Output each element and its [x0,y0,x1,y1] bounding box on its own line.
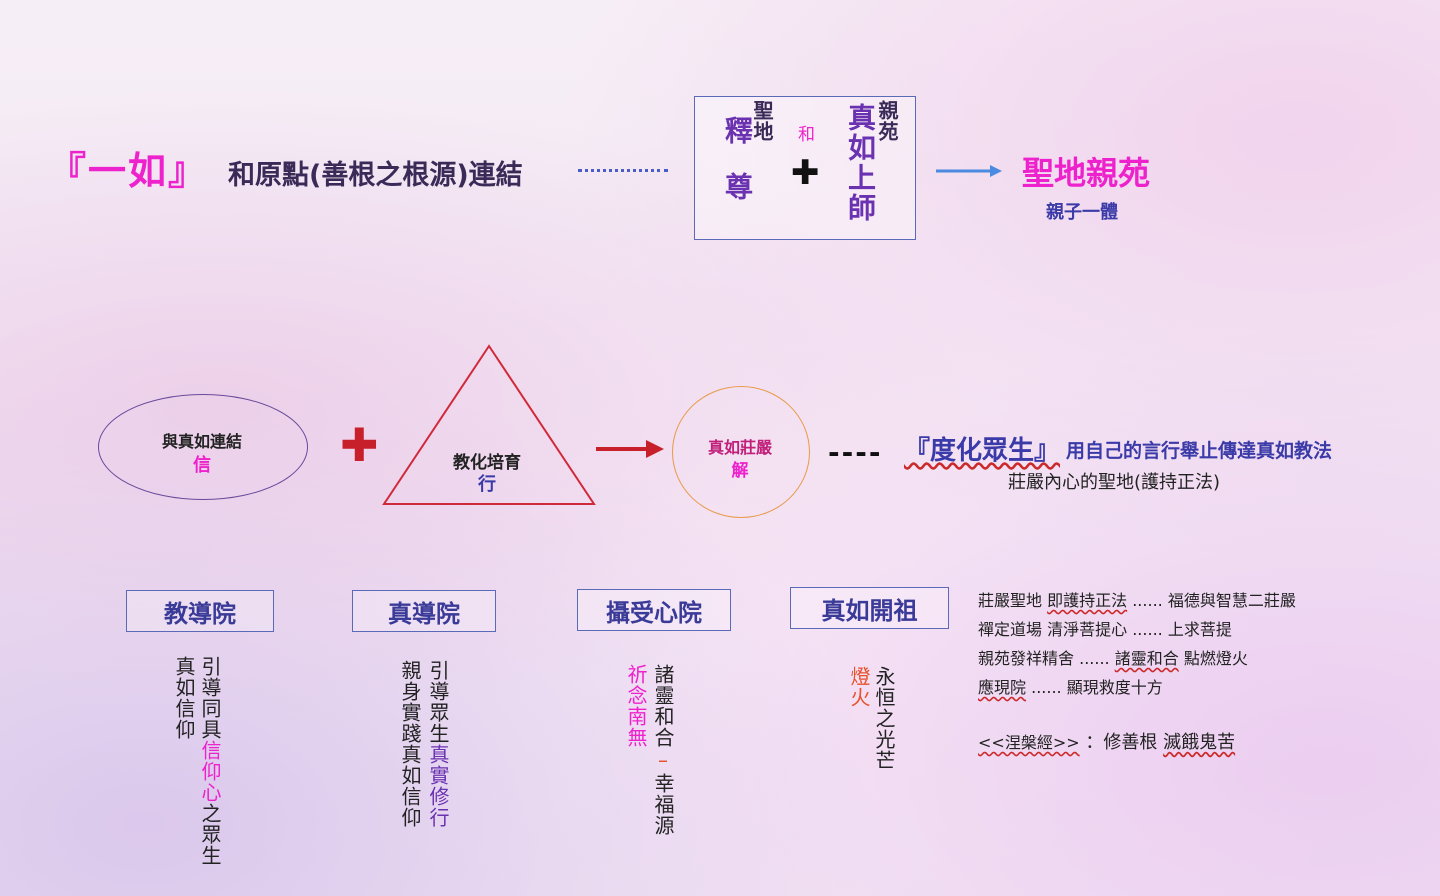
hall1-col1-c: 之眾生 [198,803,222,866]
faith-ellipse [98,394,308,500]
sentient-title-text: 『度化眾生』 [904,436,1061,466]
hall1-text-col2: 真如信仰 [172,656,196,740]
hall2-text-col1: 引導眾生真實修行 [426,660,450,828]
sentient-description: 用自己的言行舉止傳達真如教法 [1066,440,1333,462]
hall2-col1-a: 引導眾生 [426,660,450,744]
note2-d: 上求菩提 [1167,620,1232,639]
note3-a: 親苑發祥精舍 [978,649,1075,668]
arrow-right-icon [936,165,1002,177]
plus-icon: ✚ [791,153,820,193]
understanding-label: 真如莊嚴 [707,438,772,457]
faith-label: 與真如連結 [161,432,242,451]
note4-a: 應現院 [978,678,1027,697]
hall-box-founder: 真如開祖 [790,587,949,629]
note1-b: 即護持正法 [1047,591,1128,610]
arrow-right-icon-red [596,440,664,458]
shinnen-label: 親苑 [875,100,899,142]
connection-text: 和原點(善根之根源)連結 [228,160,523,191]
seichi-label: 聖地 [750,100,774,142]
sutra-line: <<涅槃經>> ：修善根 滅餓鬼苦 [978,728,1235,754]
hall4-text-col2: 燈火 [847,666,871,708]
hall-box-embrace: 攝受心院 [577,589,731,631]
dotted-connector [578,169,668,172]
note-line-4: 應現院 ...... 顯現救度十方 [978,673,1296,702]
result-title: 聖地親苑 [1022,154,1151,192]
hall3-text-col1: 諸靈和合–幸福源 [651,664,675,836]
one-as-title: 『一如』 [48,149,209,193]
dashed-connector: ---- [828,436,883,469]
note2-c: ...... [1132,620,1163,639]
practice-label: 教化培育 [453,453,521,473]
sentient-subtext: 莊嚴內心的聖地(護持正法) [1008,472,1221,493]
hall3-col1-b: – [651,748,675,773]
note3-d: 諸靈和合 [1114,649,1179,668]
note2-b: 清淨菩提心 [1047,620,1128,639]
hall-box-guidance: 教導院 [126,590,274,632]
note3-e: 點燃燈火 [1183,649,1248,668]
hall1-text-col1: 引導同具信仰心之眾生 [198,656,222,866]
hall2-col1-b: 真實修行 [426,744,450,828]
understanding-sub: 解 [731,461,749,481]
note1-a: 莊嚴聖地 [978,591,1043,610]
result-subtitle: 親子一體 [1046,202,1118,223]
hall3-text-col2: 祈念南無 [624,664,648,748]
sentient-title: 『度化眾生』 [904,430,1060,467]
and-label: 和 [798,125,815,145]
hall1-col1-b: 信仰心 [198,740,222,803]
hall-box-true-guidance: 真導院 [352,590,496,632]
note4-c: ...... [1031,678,1062,697]
shinnyo-master-label: 真如上師 [844,103,877,223]
hall1-col1-a: 引導同具 [198,656,222,740]
note1-c: ...... [1132,591,1163,610]
practice-triangle [382,344,596,505]
hall4-text-col1: 永恒之光芒 [872,666,896,771]
hall3-col1-a: 諸靈和合 [651,664,675,748]
note1-d: 福德與智慧二莊嚴 [1167,591,1296,610]
note3-c: ...... [1079,649,1110,668]
shakyamuni-label: 釋尊 [721,116,754,228]
hall3-col1-c: 幸福源 [651,773,675,836]
note2-a: 禪定道場 [978,620,1043,639]
origin-box [694,96,916,240]
understanding-circle [672,386,810,518]
practice-sub: 行 [478,474,496,495]
sutra-title: <<涅槃經>> [978,733,1080,752]
note-line-3: 親苑發祥精舍 ...... 諸靈和合 點燃燈火 [978,644,1296,673]
hall2-text-col2: 親身實踐真如信仰 [398,660,422,828]
note-line-2: 禪定道場 清淨菩提心 ...... 上求菩提 [978,615,1296,644]
note4-d: 顯現救度十方 [1066,678,1163,697]
sutra-text-a: ：修善根 [1085,732,1158,753]
sutra-text-b: 滅餓鬼苦 [1163,732,1236,753]
plus-icon-red: ✚ [340,418,379,472]
notes-block: 莊嚴聖地 即護持正法 ...... 福德與智慧二莊嚴 禪定道場 清淨菩提心 ..… [978,586,1296,702]
faith-sub: 信 [193,455,211,476]
note-line-1: 莊嚴聖地 即護持正法 ...... 福德與智慧二莊嚴 [978,586,1296,615]
